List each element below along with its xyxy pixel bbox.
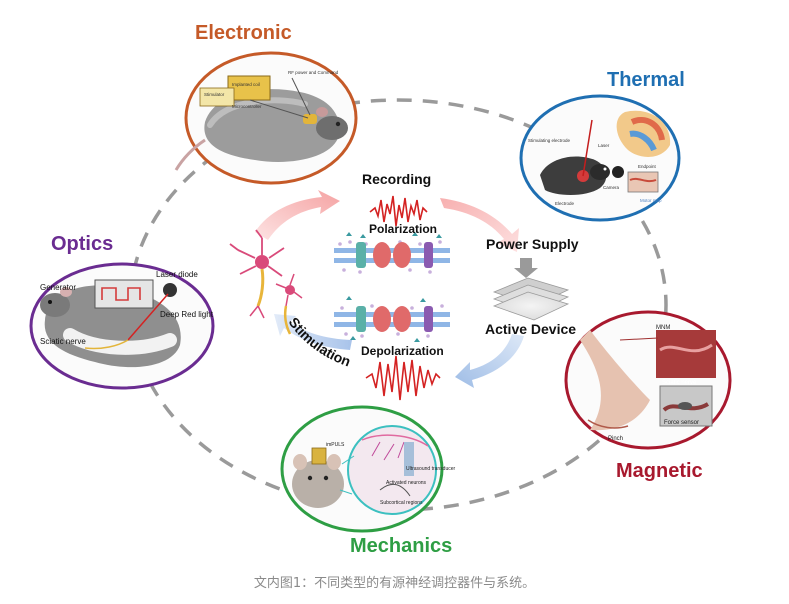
power-supply-device xyxy=(492,258,570,321)
label-thermal: Thermal xyxy=(607,69,685,91)
electronic-inset: Implanted coil Stimulator RF power and C… xyxy=(174,51,358,185)
label-magnetic: Magnetic xyxy=(616,460,703,482)
thermal-inset-label-5: Motor map xyxy=(640,198,662,203)
membrane-polarization xyxy=(334,232,450,274)
magnetic-inset-label-2: Sciatic nerve xyxy=(662,380,697,386)
figure-caption: 文内图1：不同类型的有源神经调控器件与系统。 xyxy=(253,576,536,591)
cycle-arrow-top-right xyxy=(440,198,519,252)
label-recording: Recording xyxy=(362,171,432,187)
optics-inset-label-3: Deep Red light xyxy=(160,310,214,319)
optics-inset: Generator Laser diode Deep Red light Sci… xyxy=(29,262,215,390)
label-power-supply: Power Supply xyxy=(486,236,579,252)
optics-inset-label-4: Sciatic nerve xyxy=(40,337,86,346)
mechanics-inset-label-1: imPULS xyxy=(326,442,345,448)
stimulation-waveform xyxy=(365,355,441,401)
label-mechanics: Mechanics xyxy=(350,535,453,557)
mechanics-inset-label-4: Subcortical regions xyxy=(380,500,423,506)
electronic-inset-label-1: Implanted coil xyxy=(232,82,260,87)
label-polarization: Polarization xyxy=(369,222,438,236)
label-active-device: Active Device xyxy=(485,321,577,337)
mechanics-inset-label-2: Ultrasound transducer xyxy=(406,466,456,472)
thermal-inset-label-2: Laser xyxy=(598,143,610,148)
electronic-inset-label-3: RF power and Command xyxy=(288,70,339,75)
optics-inset-label-2: Laser diode xyxy=(156,270,198,279)
thermal-inset-label-3: Camera xyxy=(603,185,620,190)
thermal-inset-label-1: Stimulating electrode xyxy=(528,138,571,143)
electronic-inset-label-4: Microcontroller xyxy=(232,104,262,109)
optics-inset-label-1: Generator xyxy=(40,283,76,292)
magnetic-inset: MNM Sciatic nerve Force sensor Pinch xyxy=(564,310,732,450)
thermal-inset-label-4: Electrode xyxy=(555,201,575,206)
mechanics-inset: imPULS Ultrasound transducer Activated n… xyxy=(280,405,456,533)
recording-waveform xyxy=(369,195,428,227)
magnetic-inset-label-3: Force sensor xyxy=(664,420,699,426)
thermal-inset-label-6: Endpoint xyxy=(638,164,657,169)
cycle-arrow-bottom-right xyxy=(455,334,524,388)
mechanics-inset-label-3: Activated neurons xyxy=(386,480,427,486)
label-depolarization: Depolarization xyxy=(361,344,444,358)
cycle-arrow-top-left xyxy=(255,190,340,240)
magnetic-inset-label-1: MNM xyxy=(656,325,670,331)
label-electronic: Electronic xyxy=(195,22,292,44)
electronic-inset-label-2: Stimulator xyxy=(204,92,225,97)
membrane-depolarization xyxy=(334,296,450,342)
cycle-arrow-bottom-left xyxy=(274,314,352,350)
neuron-cluster xyxy=(229,229,303,335)
label-optics: Optics xyxy=(51,233,114,255)
thermal-inset: Stimulating electrode Laser Camera Elect… xyxy=(519,94,681,222)
magnetic-inset-label-4: Pinch xyxy=(608,436,623,442)
